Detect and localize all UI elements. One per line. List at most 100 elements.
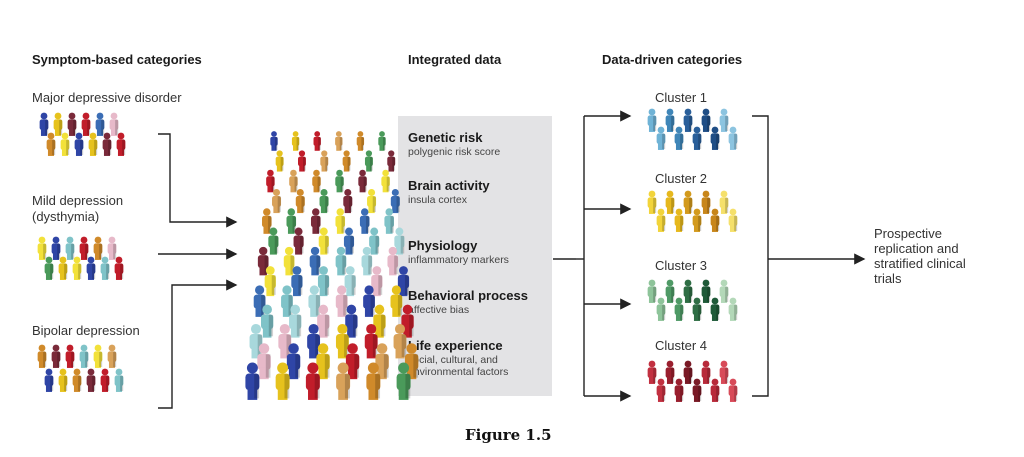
person-integrated-crowd [335,285,348,317]
person-cluster-4 [701,360,711,384]
person-integrated-crowd [335,131,343,151]
item-behavioral-process: Behavioral process affective bias [408,288,528,316]
person-cluster-2 [656,208,666,232]
person-integrated-crowd [308,285,321,317]
person-mild-depression [37,236,47,260]
arrow-bipolar-to-crowd [158,279,238,409]
cluster-label-1: Cluster 1 [655,90,708,105]
person-integrated-crowd [396,362,411,400]
person-integrated-crowd [262,208,272,234]
person-cluster-2 [710,208,720,232]
person-bipolar [86,368,96,392]
person-integrated-crowd [373,304,386,338]
person-cluster-1 [656,126,666,150]
person-integrated-crowd [272,188,282,214]
person-cluster-4 [710,378,720,402]
person-integrated-crowd [249,323,263,359]
person-mild-depression [51,236,61,260]
person-integrated-crowd [336,362,351,400]
person-integrated-crowd [335,246,347,276]
person-integrated-crowd [278,323,292,359]
person-integrated-crowd [342,150,351,172]
person-integrated-crowd [394,227,405,255]
person-cluster-4 [719,360,729,384]
person-cluster-3 [719,279,729,303]
person-cluster-1 [728,126,738,150]
person-integrated-crowd [335,208,346,234]
item-life-experience: Life experience social, cultural, and en… [408,338,508,378]
person-cluster-1 [683,108,693,132]
person-bipolar [93,344,103,368]
person-mild-depression [44,256,54,280]
group-label-mild-depression: Mild depression (dysthymia) [32,193,124,224]
person-cluster-4 [647,360,657,384]
connector-clusters-to-outcome [752,115,866,397]
person-integrated-crowd [359,208,370,234]
person-major-depressive [53,112,63,136]
datadriven-categories-header: Data-driven categories [602,52,743,67]
person-integrated-crowd [316,343,330,380]
person-bipolar [114,368,124,392]
person-integrated-crowd [310,208,321,234]
item-title: Brain activity [408,178,490,193]
integrated-data-panel: Genetic risk polygenic risk score Brain … [398,116,552,396]
person-integrated-crowd [343,227,355,255]
person-major-depressive [74,132,84,156]
person-integrated-crowd [401,304,414,338]
person-integrated-crowd [387,150,396,172]
item-title: Genetic risk [408,130,483,145]
person-mild-depression [79,236,89,260]
person-cluster-2 [665,190,675,214]
item-physiology: Physiology inflammatory markers [408,238,509,266]
person-bipolar [107,344,117,368]
person-integrated-crowd [356,131,365,151]
person-cluster-3 [665,279,675,303]
person-integrated-crowd [317,266,330,297]
person-bipolar [72,368,82,392]
person-mild-depression [114,256,124,280]
person-integrated-crowd [371,266,383,297]
person-integrated-crowd [260,304,274,338]
person-cluster-1 [701,108,711,132]
person-integrated-crowd [335,323,349,359]
person-integrated-crowd [375,343,389,380]
person-integrated-crowd [367,188,377,214]
person-bipolar [58,368,68,392]
person-integrated-crowd [295,188,305,214]
person-integrated-crowd [363,285,375,317]
person-integrated-crowd [387,246,399,276]
person-integrated-crowd [289,169,298,193]
person-integrated-crowd [268,227,279,255]
person-major-depressive [67,112,77,136]
person-cluster-1 [719,108,729,132]
person-integrated-crowd [293,227,304,255]
person-cluster-3 [710,297,720,321]
person-integrated-crowd [345,343,360,380]
person-cluster-2 [701,190,711,214]
person-bipolar [79,344,89,368]
person-cluster-3 [728,297,738,321]
person-major-depressive [116,132,126,156]
person-cluster-2 [647,190,657,214]
item-brain-activity: Brain activity insula cortex [408,178,490,206]
item-subtitle: polygenic risk score [408,146,501,158]
person-integrated-crowd [335,169,344,193]
person-cluster-3 [647,279,657,303]
person-bipolar [65,344,75,368]
person-cluster-3 [683,279,693,303]
person-integrated-crowd [309,246,321,276]
person-cluster-3 [692,297,702,321]
arrow-major-to-crowd [158,133,238,228]
person-cluster-2 [683,190,693,214]
person-integrated-crowd [286,208,297,234]
person-cluster-4 [665,360,675,384]
person-integrated-crowd [283,246,295,276]
item-title: Behavioral process [408,288,528,303]
person-integrated-crowd [313,131,321,151]
person-integrated-crowd [318,227,329,255]
person-integrated-crowd [245,362,260,400]
person-integrated-crowd [291,266,303,297]
person-cluster-2 [719,190,729,214]
connector-arrows-left [158,133,238,409]
